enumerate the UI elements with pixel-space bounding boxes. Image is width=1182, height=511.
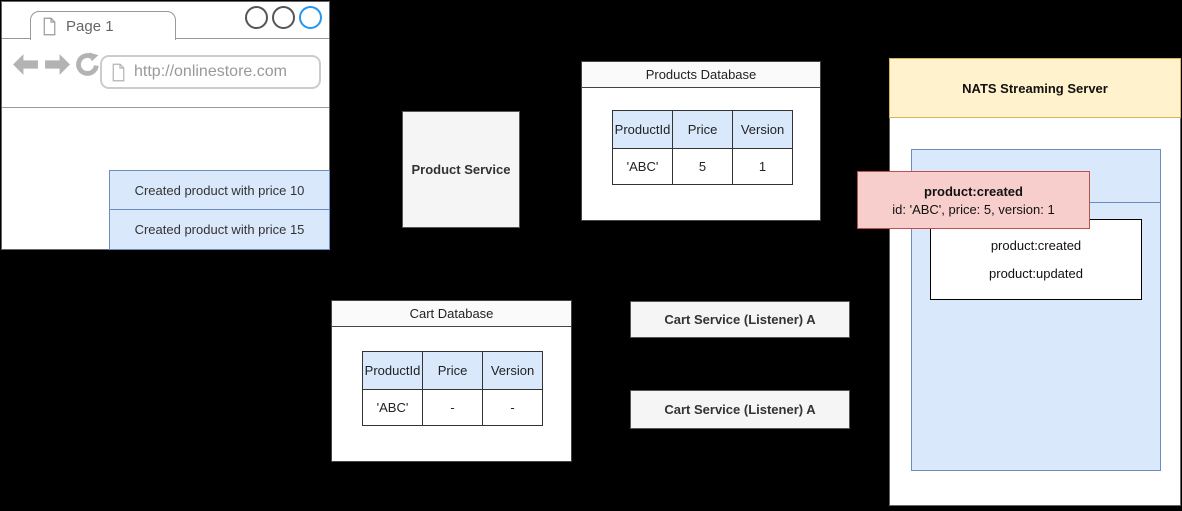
window-control-circle-1[interactable] [245,6,268,29]
page-icon [43,17,56,35]
toast-message-2: Created product with price 15 [109,209,330,250]
table-cell: - [482,389,543,426]
forward-icon[interactable] [43,52,72,77]
nats-title: NATS Streaming Server [889,58,1181,118]
browser-window-controls [245,6,322,29]
refresh-icon[interactable] [75,52,100,77]
table-cell: 'ABC' [612,148,673,185]
column-header: Version [732,110,793,149]
table-cell: 'ABC' [362,389,423,426]
column-header: Version [482,351,543,390]
cart-database-title: Cart Database [332,301,571,327]
window-control-circle-active[interactable] [299,6,322,29]
products-database-title: Products Database [582,62,820,88]
nats-streaming-server-box: NATS Streaming Server product:created pr… [889,58,1181,506]
browser-tab-bar: Page 1 [2,2,329,40]
channel-name: product:created [990,238,1082,253]
tab-title: Page 1 [66,17,114,35]
products-database-box: Products Database ProductId Price Versio… [581,61,821,221]
toast-message-1: Created product with price 10 [109,170,330,210]
column-header: Price [422,351,483,390]
table-header-row: ProductId Price Version [362,351,543,390]
table-cell: 5 [672,148,733,185]
cart-service-listener-box-2: Cart Service (Listener) A [630,390,850,429]
table-cell: 1 [732,148,793,185]
browser-window: Page 1 http://onlinestore.com Created pr… [1,1,330,250]
page-icon [112,63,125,81]
table-row: 'ABC' - - [362,389,543,426]
window-control-circle-2[interactable] [272,6,295,29]
cart-database-table: ProductId Price Version 'ABC' - - [362,351,543,426]
cart-service-listener-box-1: Cart Service (Listener) A [630,301,850,338]
url-bar[interactable]: http://onlinestore.com [100,55,321,89]
table-cell: - [422,389,483,426]
event-payload: id: 'ABC', price: 5, version: 1 [892,201,1055,217]
event-message-note: product:created id: 'ABC', price: 5, ver… [857,171,1090,229]
cart-database-box: Cart Database ProductId Price Version 'A… [331,300,572,462]
products-database-table: ProductId Price Version 'ABC' 5 1 [612,110,793,185]
table-row: 'ABC' 5 1 [612,148,793,185]
column-header: ProductId [612,110,673,149]
channel-name: product:updated [989,266,1083,281]
column-header: ProductId [362,351,423,390]
url-text: http://onlinestore.com [134,63,287,80]
product-service-box: Product Service [402,111,520,228]
browser-tab[interactable]: Page 1 [30,11,176,40]
table-header-row: ProductId Price Version [612,110,793,149]
event-name: product:created [924,183,1023,199]
column-header: Price [672,110,733,149]
back-icon[interactable] [11,52,40,77]
browser-nav-bar: http://onlinestore.com [2,39,329,108]
nats-channel-list: product:created product:updated [930,219,1142,300]
